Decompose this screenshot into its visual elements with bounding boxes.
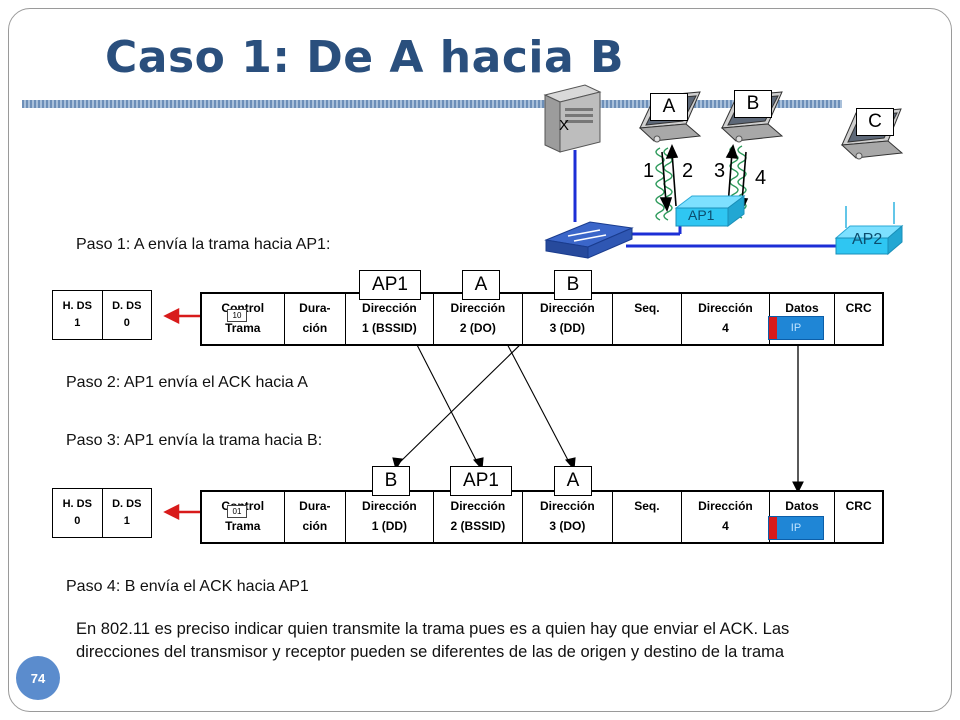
field-label-line-2: 1 (BSSID) (362, 321, 417, 335)
frame-1-addr2-label: A (462, 270, 500, 300)
from-ds-cell: D. DS 1 (101, 489, 152, 537)
transmission-1-label: 1 (643, 160, 655, 182)
field-label-line-2: 2 (BSSID) (450, 519, 506, 533)
field-label-line-2: Trama (225, 321, 261, 335)
field-label-line-1: Dirección (540, 499, 595, 513)
field-label-line-2: 1 (DD) (371, 519, 408, 533)
field-label-line-1: Datos (785, 499, 819, 513)
field-label-line-2: 3 (DD) (549, 321, 586, 335)
transmission-2-label: 2 (682, 160, 694, 182)
step-4-text: Paso 4: B envía el ACK hacia AP1 (66, 578, 309, 595)
server-label: X (559, 117, 570, 134)
field-label-line-1: CRC (845, 301, 872, 315)
laptop-a-label: A (650, 93, 688, 121)
step-1-text: Paso 1: A envía la trama hacia AP1: (76, 236, 331, 253)
field-label-line-1: Dirección (540, 301, 595, 315)
frame1-field-8: CRC (834, 294, 882, 344)
frame2-field-5: Seq. (611, 492, 682, 542)
frame-1-addr1-label: AP1 (359, 270, 421, 300)
field-label-line-1: Dirección (450, 499, 506, 513)
field-label-line-1: Dura- (299, 301, 331, 315)
field-label-line-1: Datos (785, 301, 819, 315)
frame2-field-8: CRC (834, 492, 882, 542)
step-3-text: Paso 3: AP1 envía la trama hacia B: (66, 432, 323, 449)
from-ds-cell: D. DS 0 (101, 291, 152, 339)
frame2-field-6: Dirección 4 (681, 492, 768, 542)
frame2-field-2: Dirección 1 (DD) (345, 492, 432, 542)
transmission-3-label: 3 (714, 160, 726, 182)
field-label-line-1: Dirección (698, 301, 753, 315)
frame-2-ds-flag: 01 (227, 505, 247, 518)
field-label-line-1: Dirección (450, 301, 506, 315)
frame2-field-3: Dirección 2 (BSSID) (432, 492, 522, 542)
transmission-4-label: 4 (755, 167, 767, 189)
field-label-line-1: Dirección (362, 301, 417, 315)
field-label-line-2: 3 (DO) (549, 519, 586, 533)
ap2-label: AP2 (852, 231, 883, 248)
field-label-line-2: ción (302, 519, 328, 533)
frame-2-addr1-label: B (372, 466, 410, 496)
field-label-line-2: 4 (722, 519, 729, 533)
field-label-line-2: 4 (722, 321, 729, 335)
laptop-b-label: B (734, 90, 772, 118)
frame2-field-4: Dirección 3 (DO) (522, 492, 611, 542)
frame1-field-4: Dirección 3 (DD) (522, 294, 611, 344)
ds-box-frame-1: H. DS 1 D. DS 0 (52, 290, 152, 340)
frame1-field-2: Dirección 1 (BSSID) (345, 294, 432, 344)
ap1-label: AP1 (688, 207, 715, 223)
frame1-field-5: Seq. (611, 294, 682, 344)
frame-2-addr2-label: AP1 (450, 466, 512, 496)
field-label-line-1: Seq. (634, 301, 660, 315)
title-divider (22, 100, 842, 108)
slide-title: Caso 1: De A hacia B (105, 32, 625, 83)
frame2-field-1: Dura-ción (283, 492, 346, 542)
frame1-field-3: Dirección 2 (DO) (432, 294, 522, 344)
frame1-field-1: Dura-ción (283, 294, 346, 344)
field-label-line-1: Dura- (299, 499, 331, 513)
explanation-paragraph: En 802.11 es preciso indicar quien trans… (76, 620, 790, 661)
step-2-text: Paso 2: AP1 envía el ACK hacia A (66, 374, 308, 391)
to-ds-cell: H. DS 0 (62, 498, 92, 527)
slide-frame (8, 8, 952, 712)
frame-2-ip-payload: IP (768, 516, 824, 540)
field-label-line-1: Dirección (698, 499, 753, 513)
to-ds-cell: H. DS 1 (62, 300, 92, 329)
field-label-line-2: ción (302, 321, 328, 335)
frame-1-addr3-label: B (554, 270, 592, 300)
frame1-field-6: Dirección 4 (681, 294, 768, 344)
field-label-line-1: Seq. (634, 499, 660, 513)
field-label-line-1: CRC (845, 499, 872, 513)
laptop-c-label: C (856, 108, 894, 136)
frame-1-ds-flag: 10 (227, 309, 247, 322)
frame-2-addr3-label: A (554, 466, 592, 496)
field-label-line-1: Dirección (362, 499, 417, 513)
page-number-badge: 74 (16, 656, 60, 700)
field-label-line-2: Trama (225, 519, 261, 533)
field-label-line-2: 2 (DO) (459, 321, 496, 335)
ds-box-frame-2: H. DS 0 D. DS 1 (52, 488, 152, 538)
frame-1-ip-payload: IP (768, 316, 824, 340)
